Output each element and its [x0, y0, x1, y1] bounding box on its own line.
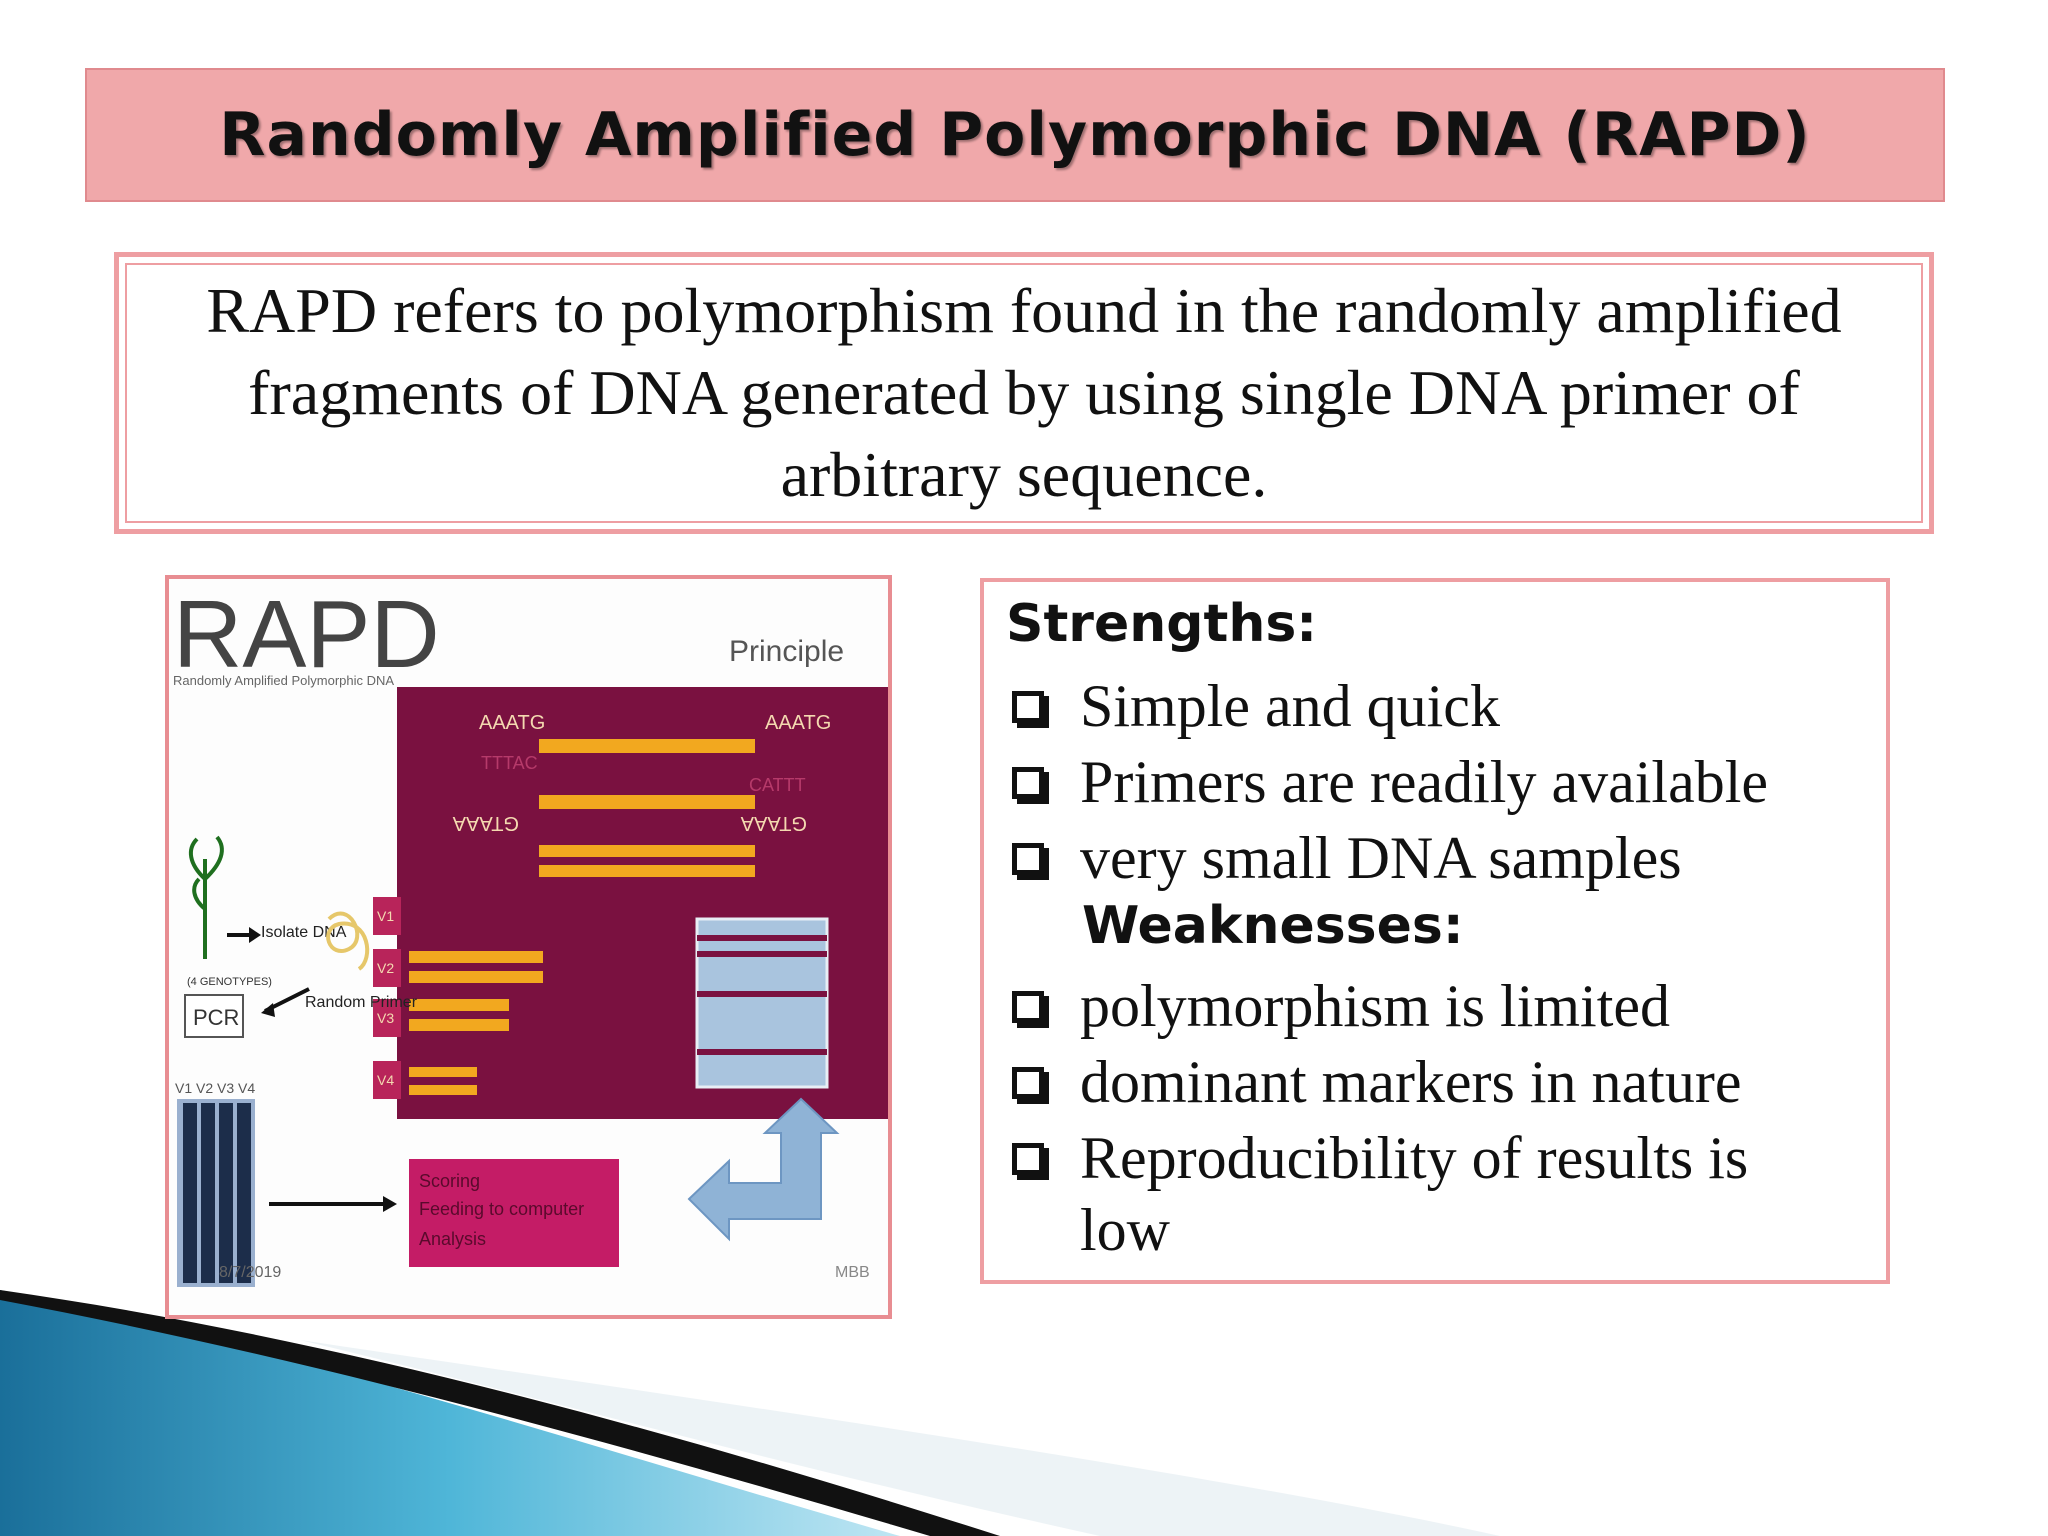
scoring-line-3: Analysis: [419, 1229, 486, 1249]
strength-item: very small DNA samples: [1012, 824, 1682, 893]
weakness-item-text: Reproducibility of results is: [1080, 1125, 1749, 1191]
strengths-weaknesses-box: Strengths: Simple and quick Primers are …: [980, 578, 1890, 1284]
strength-item: Simple and quick: [1012, 672, 1500, 741]
weakness-item-text: polymorphism is limited: [1080, 973, 1671, 1039]
figure-logo: RAPD: [173, 581, 440, 688]
checkbox-icon: [1012, 690, 1044, 723]
seq-top-left: AAATG: [479, 712, 545, 734]
strength-item-text: Primers are readily available: [1080, 749, 1769, 815]
figure-mbb: MBB: [835, 1264, 870, 1281]
strength-item-text: very small DNA samples: [1080, 825, 1682, 891]
definition-box: RAPD refers to polymorphism found in the…: [114, 252, 1934, 534]
seq-mid-left: TTTAC: [481, 753, 538, 773]
random-primer-label: Random Primer: [305, 994, 418, 1011]
weaknesses-heading: Weaknesses:: [1082, 896, 1464, 956]
seq-top-right: AAATG: [765, 712, 831, 734]
figure-logo-sub: Randomly Amplified Polymorphic DNA: [173, 673, 394, 688]
checkbox-icon: [1012, 842, 1044, 875]
gel-strips: [177, 1099, 255, 1287]
lane-tab-v2: V2: [377, 960, 394, 976]
seq-mid-right: CATTT: [749, 775, 806, 795]
weakness-item-text: dominant markers in nature: [1080, 1049, 1742, 1115]
weakness-continuation: low: [1080, 1197, 1170, 1263]
pcr-box: [184, 994, 244, 1038]
rapd-figure: RAPD Randomly Amplified Polymorphic DNA …: [165, 575, 892, 1319]
lane-tab-v1: V1: [377, 908, 394, 924]
genotypes-label: (4 GENOTYPES): [187, 976, 272, 988]
return-arrow-icon: [687, 1097, 840, 1242]
strength-item-text: Simple and quick: [1080, 673, 1500, 739]
figure-date: 8/7/2019: [219, 1264, 281, 1281]
seq-low-right: GTAAA: [740, 812, 807, 834]
slide-title: Randomly Amplified Polymorphic DNA (RAPD…: [219, 100, 1811, 170]
checkbox-icon: [1012, 990, 1044, 1023]
scoring-line-2: Feeding to computer: [419, 1199, 584, 1219]
scoring-line-1: Scoring: [419, 1171, 480, 1191]
dna-icon: [326, 911, 370, 971]
definition-inner: RAPD refers to polymorphism found in the…: [125, 263, 1923, 523]
lane-tab-v4: V4: [377, 1072, 394, 1088]
checkbox-icon: [1012, 766, 1044, 799]
strength-item: Primers are readily available: [1012, 748, 1768, 817]
checkbox-icon: [1012, 1142, 1044, 1175]
isolate-dna-label: Isolate DNA: [261, 924, 347, 941]
plant-icon: [188, 835, 224, 959]
rapd-figure-graphic: RAPD Randomly Amplified Polymorphic DNA …: [173, 581, 888, 1287]
title-bar: Randomly Amplified Polymorphic DNA (RAPD…: [85, 68, 1945, 202]
weakness-item: dominant markers in nature: [1012, 1048, 1741, 1117]
scoring-box: [409, 1159, 619, 1267]
lane-tabs: V1 V2 V3 V4: [373, 897, 401, 1099]
checkbox-icon: [1012, 1066, 1044, 1099]
seq-low-left: GTAAA: [452, 812, 519, 834]
weakness-item: Reproducibility of results is: [1012, 1124, 1748, 1193]
figure-principle: Principle: [729, 635, 844, 668]
definition-text: RAPD refers to polymorphism found in the…: [206, 275, 1842, 510]
weakness-item: polymorphism is limited: [1012, 972, 1670, 1041]
strengths-heading: Strengths:: [1006, 594, 1318, 654]
lane-tab-v3: V3: [377, 1010, 394, 1026]
pcr-label: PCR: [193, 1005, 239, 1030]
gel-lane-labels: V1 V2 V3 V4: [175, 1080, 255, 1096]
